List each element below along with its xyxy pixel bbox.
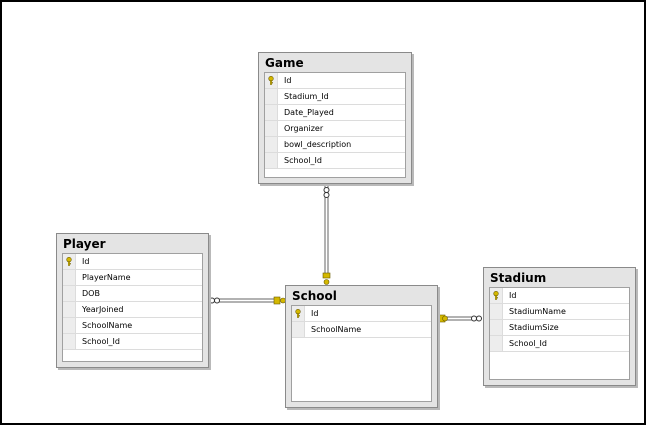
many-end-icon [209, 297, 215, 304]
column-name: bowl_description [284, 140, 352, 149]
row-selector[interactable] [63, 334, 76, 349]
column-name: School_Id [509, 339, 547, 348]
column-name: SchoolName [82, 321, 133, 330]
row-selector[interactable] [63, 286, 76, 301]
column-name: Id [509, 291, 517, 300]
column-row[interactable]: Id [63, 254, 202, 270]
row-selector[interactable] [265, 153, 278, 168]
column-name: Organizer [284, 124, 324, 133]
primary-key-icon [295, 309, 301, 318]
relationship-player-school[interactable] [209, 296, 286, 305]
column-row[interactable]: Date_Played [265, 105, 405, 121]
column-row[interactable]: SchoolName [292, 322, 431, 338]
table-title: Game [265, 56, 304, 70]
column-name: Id [284, 76, 292, 85]
row-selector[interactable] [490, 304, 503, 319]
row-selector[interactable] [63, 270, 76, 285]
column-row[interactable]: Id [292, 306, 431, 322]
column-name: Id [82, 257, 90, 266]
column-name: StadiumSize [509, 323, 559, 332]
column-row[interactable]: YearJoined [63, 302, 202, 318]
column-row[interactable]: Organizer [265, 121, 405, 137]
column-row[interactable]: Id [265, 73, 405, 89]
key-end-icon [322, 272, 331, 279]
column-name: School_Id [82, 337, 120, 346]
column-name: PlayerName [82, 273, 131, 282]
column-name: StadiumName [509, 307, 566, 316]
many-end-icon [323, 187, 330, 193]
row-selector[interactable] [265, 89, 278, 104]
row-selector[interactable] [265, 105, 278, 120]
column-row[interactable]: StadiumName [490, 304, 629, 320]
column-row[interactable]: School_Id [490, 336, 629, 352]
relationship-stadium-school[interactable] [438, 314, 482, 323]
column-name: Stadium_Id [284, 92, 329, 101]
table-title: Player [63, 237, 106, 251]
row-selector[interactable] [63, 318, 76, 333]
row-selector[interactable] [265, 73, 278, 88]
column-name: Date_Played [284, 108, 334, 117]
column-name: SchoolName [311, 325, 362, 334]
column-row[interactable]: School_Id [265, 153, 405, 169]
row-selector[interactable] [292, 306, 305, 321]
primary-key-icon [268, 76, 274, 85]
column-row[interactable]: SchoolName [63, 318, 202, 334]
row-selector[interactable] [490, 288, 503, 303]
row-selector[interactable] [63, 254, 76, 269]
many-end-icon [323, 192, 330, 198]
column-row[interactable]: School_Id [63, 334, 202, 350]
column-name: DOB [82, 289, 100, 298]
column-row[interactable]: DOB [63, 286, 202, 302]
row-selector[interactable] [265, 137, 278, 152]
many-end-icon [471, 315, 477, 322]
column-row[interactable]: Id [490, 288, 629, 304]
row-selector[interactable] [292, 322, 305, 337]
column-name: YearJoined [82, 305, 124, 314]
row-selector[interactable] [490, 320, 503, 335]
column-row[interactable]: Stadium_Id [265, 89, 405, 105]
key-end-icon [273, 296, 281, 305]
row-selector[interactable] [490, 336, 503, 351]
table-title: School [292, 289, 337, 303]
table-title: Stadium [490, 271, 547, 285]
column-name: Id [311, 309, 319, 318]
relationship-game-school[interactable] [322, 185, 331, 285]
row-selector[interactable] [265, 121, 278, 136]
column-row[interactable]: PlayerName [63, 270, 202, 286]
primary-key-icon [493, 291, 499, 300]
many-end-icon [476, 315, 482, 322]
row-selector[interactable] [63, 302, 76, 317]
many-end-icon [214, 297, 220, 304]
column-name: School_Id [284, 156, 322, 165]
primary-key-icon [66, 257, 72, 266]
column-row[interactable]: StadiumSize [490, 320, 629, 336]
column-row[interactable]: bowl_description [265, 137, 405, 153]
